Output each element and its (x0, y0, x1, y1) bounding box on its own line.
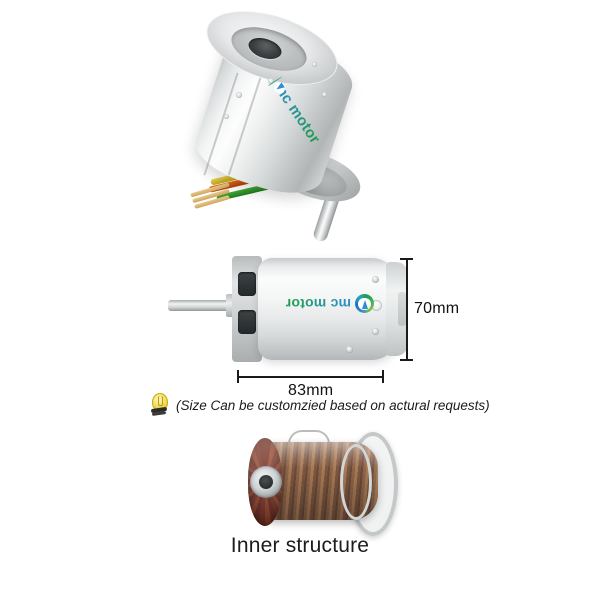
height-dimension-line (406, 258, 408, 361)
housing-dimple-2 (224, 114, 229, 119)
housing-dimple-5 (322, 92, 327, 97)
side-screw-2 (372, 328, 379, 335)
width-dimension-cap-right (382, 370, 384, 383)
stator-flange-inner (340, 444, 372, 520)
mc-motor-circle-logo-icon (355, 294, 374, 314)
brand-logo-side: mc motor (268, 292, 374, 316)
lightbulb-icon (148, 393, 170, 417)
customization-note: (Size Can be customzied based on actural… (148, 393, 490, 417)
bearing-bore (259, 475, 273, 489)
side-screw-3 (346, 346, 353, 353)
housing-dimple-1 (236, 92, 242, 98)
housing-dimple-4 (312, 62, 317, 67)
height-dimension-cap-bottom (400, 359, 413, 361)
side-output-shaft (168, 300, 238, 311)
side-end-cap (386, 262, 408, 356)
motor-inner-structure (228, 428, 398, 536)
cooling-vent-top (238, 272, 256, 296)
customization-note-text: (Size Can be customzied based on actural… (176, 397, 490, 413)
width-dimension-label: 83mm (288, 382, 334, 399)
width-dimension-cap-left (237, 370, 239, 383)
stator-lead-loop (288, 430, 330, 448)
width-dimension-line (237, 376, 384, 378)
brushless-motor-angled-view: mc motor (186, 0, 426, 243)
inner-structure-caption: Inner structure (230, 534, 370, 557)
brushless-motor-side-view: mc motor (150, 248, 450, 373)
side-end-tab (398, 292, 408, 326)
height-dimension-cap-top (400, 258, 413, 260)
housing-dimple-3 (268, 78, 274, 84)
cooling-vent-bottom (238, 310, 256, 334)
side-screw-1 (372, 276, 379, 283)
height-dimension-label: 70mm (414, 300, 460, 317)
logo-wordmark: mc motor (285, 296, 351, 312)
